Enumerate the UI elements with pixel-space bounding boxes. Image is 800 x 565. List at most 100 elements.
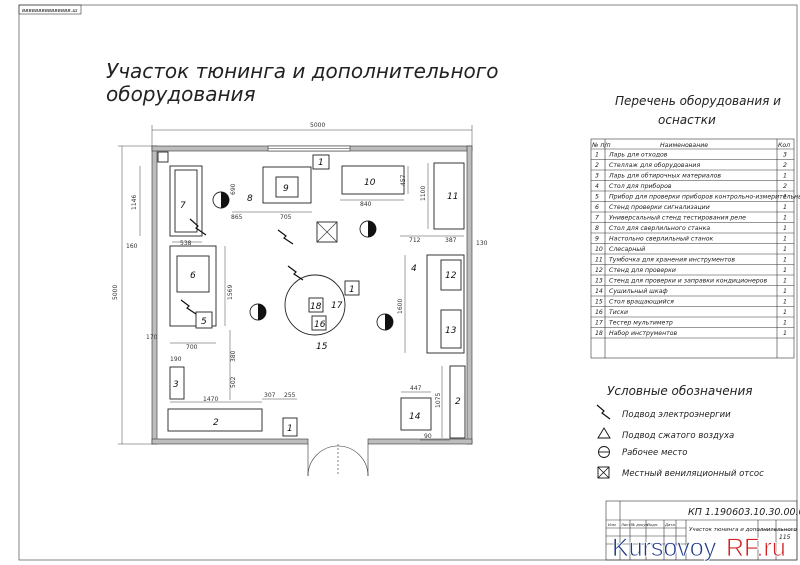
equip-18-label: 18 — [310, 302, 322, 312]
equip-16-label: 16 — [314, 320, 326, 330]
dim-690: 690 — [230, 183, 237, 195]
table-cell-name: Стенд для проверки и заправки кондиционе… — [609, 278, 767, 285]
equip-2-right — [449, 365, 466, 439]
equip-4-label: 4 — [411, 264, 417, 274]
air-triangle-icon — [597, 427, 611, 439]
legend-power-label: Подвод электроэнергии — [622, 410, 731, 420]
dim-1100: 1100 — [420, 186, 427, 201]
table-cell-num: 5 — [595, 194, 599, 201]
equip-15-label: 15 — [316, 342, 328, 352]
stamp-header-doc: № докум. — [630, 522, 650, 527]
table-cell-qty: 1 — [783, 309, 787, 316]
equip-14 — [400, 397, 432, 431]
table-cell-name: Тестер мультиметр — [609, 320, 673, 327]
equip-1-right-label: 1 — [349, 285, 355, 295]
equip-3-label: 3 — [173, 380, 179, 390]
stamp-header-sign: Подп. — [647, 522, 659, 527]
dim-255: 255 — [284, 392, 296, 399]
table-cell-name: Слесарный — [609, 246, 645, 253]
table-cell-num: 2 — [595, 162, 599, 169]
equip-1-top — [312, 154, 330, 170]
dim-1600: 1600 — [397, 299, 404, 314]
workplace-icons — [212, 191, 394, 331]
equip-10-label: 10 — [364, 178, 376, 188]
drawing-title-line2: оборудования — [106, 82, 256, 106]
table-cell-num: 1 — [595, 152, 599, 159]
dim-307: 307 — [264, 392, 276, 399]
dim-160: 160 — [126, 243, 138, 250]
power-arrows — [180, 218, 304, 315]
table-cell-num: 4 — [595, 183, 599, 190]
table-cell-qty: 1 — [783, 267, 787, 274]
stamp-header-date: Дата — [664, 522, 676, 527]
watermark-kursovoy: Kursovoy — [612, 534, 717, 562]
table-cell-name: Ларь для отходов — [608, 152, 668, 159]
table-cell-qty: 2 — [783, 162, 787, 169]
dim-1146: 1146 — [131, 195, 138, 210]
wall-bottom-left — [151, 438, 309, 445]
dim-top-5000: 5000 — [310, 122, 325, 129]
table-cell-num: 16 — [595, 309, 603, 316]
equip-17-label: 17 — [331, 301, 343, 311]
equip-5-label: 5 — [201, 317, 207, 327]
table-cell-name: Набор инструментов — [609, 329, 678, 337]
table-cell-name: Стенд для проверки — [609, 267, 676, 274]
legend-vent: Местный вениляционный отсос — [597, 466, 764, 479]
legend-air-label: Подвод сжатого воздуха — [622, 431, 734, 441]
table-cell-num: 17 — [595, 320, 603, 327]
equip-corner-box — [157, 151, 169, 163]
equip-14-label: 14 — [409, 412, 421, 422]
table-cell-name: Тиски — [609, 309, 628, 316]
dim-387: 387 — [445, 237, 457, 244]
table-cell-qty: 1 — [783, 194, 787, 201]
equip-12 — [440, 259, 462, 291]
table-cell-num: 12 — [595, 267, 603, 274]
table-cell-num: 6 — [595, 204, 599, 211]
equip-2-right-label: 2 — [455, 397, 461, 407]
table-cell-qty: 3 — [783, 152, 787, 159]
table-cell-name: Настольно сверлильный станок — [609, 236, 714, 243]
dim-700: 700 — [186, 344, 198, 351]
door-swing-right — [337, 445, 369, 477]
dim-90: 90 — [424, 433, 432, 440]
equip-13-label: 13 — [445, 326, 457, 336]
drawing-title-line1: Участок тюнинга и дополнительного — [106, 59, 499, 83]
table-cell-qty: 1 — [783, 320, 787, 327]
dim-538: 538 — [180, 240, 192, 247]
dim-705: 705 — [280, 214, 292, 221]
equip-7-label: 7 — [180, 201, 186, 211]
wall-right — [466, 145, 473, 445]
table-cell-qty: 1 — [783, 204, 787, 211]
table-cell-name: Универсальный стенд тестирования реле — [609, 215, 746, 222]
equip-1-bottom — [282, 417, 298, 437]
equip-5 — [195, 311, 213, 329]
equip-8-label: 8 — [247, 194, 253, 204]
table-cell-num: 11 — [595, 257, 603, 264]
dim-190: 190 — [170, 356, 182, 363]
door-swing-left — [307, 445, 339, 477]
table-cell-qty: 1 — [783, 236, 787, 243]
table-cell-qty: 1 — [783, 278, 787, 285]
legend-title: Условные обозначения — [607, 384, 753, 398]
table-cell-qty: 1 — [783, 257, 787, 264]
stamp-caption: Участок тюнинга и дополнительного — [689, 527, 798, 533]
legend-workplace-label: Рабочее место — [622, 448, 687, 458]
equip-11-label: 11 — [447, 192, 458, 202]
equip-1-top-label: 1 — [318, 158, 324, 168]
stamp-header-izm: Изм — [608, 522, 616, 527]
sheet-frame — [18, 4, 798, 561]
equip-2-bottom — [167, 408, 263, 432]
table-cell-qty: 1 — [783, 215, 787, 222]
table-header-qty: Кол — [778, 142, 790, 149]
equip-18 — [308, 297, 324, 313]
legend-workplace: Рабочее место — [598, 446, 687, 458]
dim-865: 865 — [231, 214, 243, 221]
equip-9-label: 9 — [283, 184, 289, 194]
dim-1569: 1569 — [227, 285, 234, 300]
equip-12-label: 12 — [445, 271, 457, 281]
floor-plan: 7 9 8 1 10 11 6 5 12 13 4 18 16 17 15 1 … — [112, 122, 488, 477]
dim-1470: 1470 — [203, 396, 218, 403]
table-cell-qty: 1 — [783, 299, 787, 306]
